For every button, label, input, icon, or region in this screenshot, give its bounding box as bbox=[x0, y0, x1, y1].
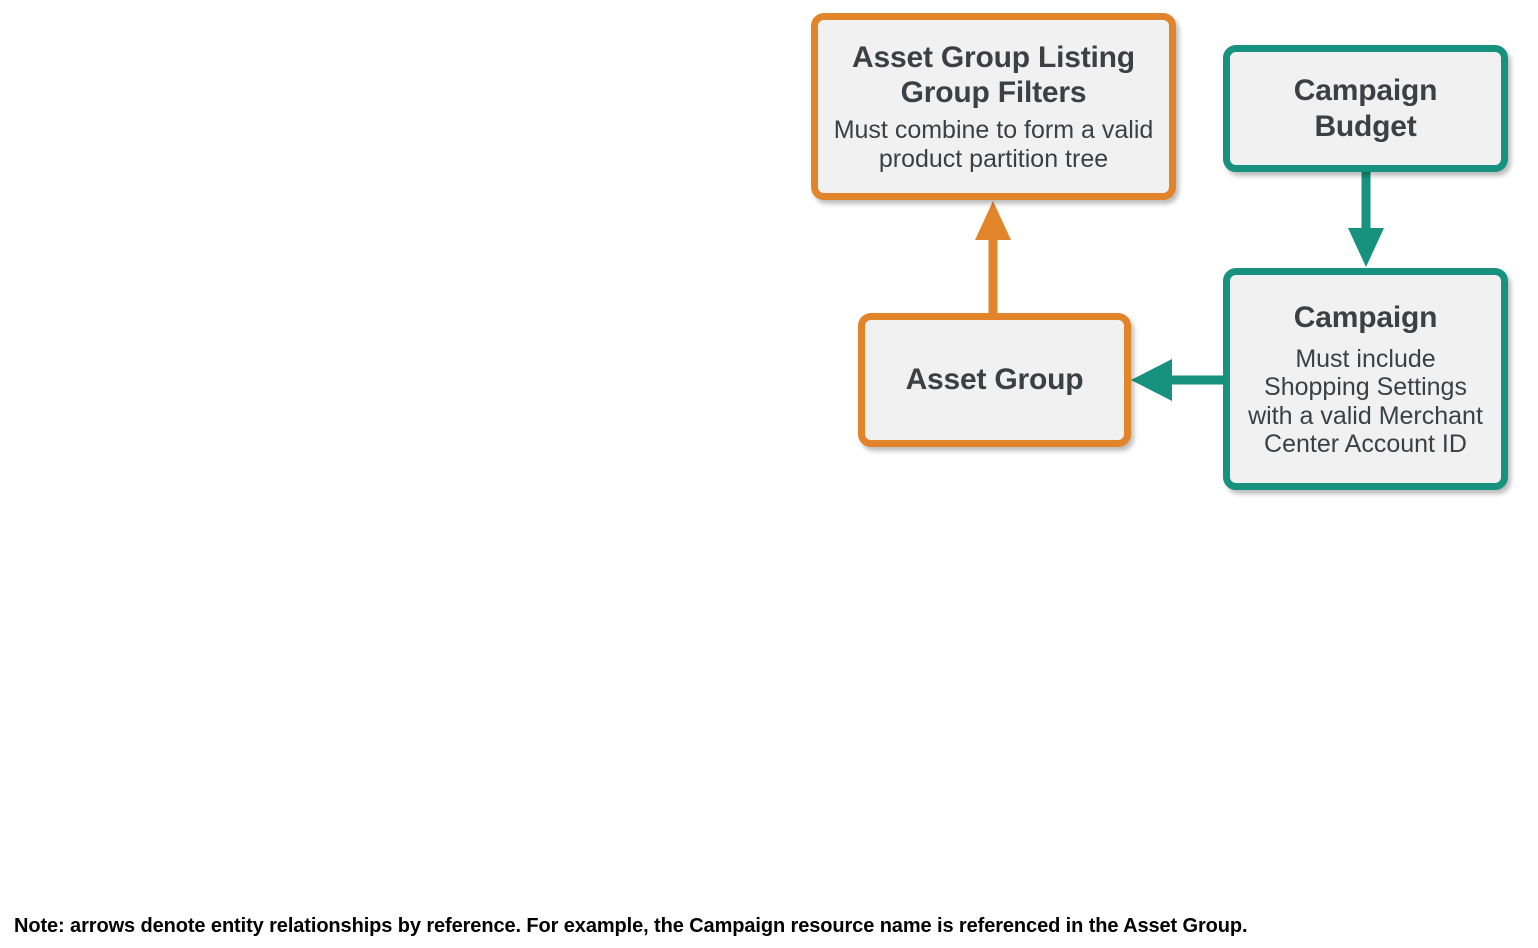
node-title: Asset Group Listing Group Filters bbox=[852, 41, 1135, 110]
node-subtitle: Must include Shopping Settings with a va… bbox=[1248, 345, 1483, 458]
node-asset-group[interactable]: Asset Group bbox=[858, 313, 1131, 447]
node-asset-group-listing-group-filters[interactable]: Asset Group Listing Group Filters Must c… bbox=[811, 13, 1176, 200]
node-campaign[interactable]: Campaign Must include Shopping Settings … bbox=[1223, 268, 1508, 490]
footer-note: Note: arrows denote entity relationships… bbox=[14, 915, 1248, 937]
edge-campaign-to-asset-group bbox=[1131, 359, 1224, 401]
node-title: Campaign Budget bbox=[1293, 74, 1438, 143]
node-title: Asset Group bbox=[905, 363, 1084, 397]
node-campaign-budget[interactable]: Campaign Budget bbox=[1223, 45, 1508, 172]
edge-budget-to-campaign bbox=[1348, 170, 1384, 267]
node-title: Campaign bbox=[1293, 300, 1438, 334]
node-subtitle: Must combine to form a valid product par… bbox=[833, 116, 1154, 173]
edge-asset-group-to-filters bbox=[975, 201, 1011, 316]
